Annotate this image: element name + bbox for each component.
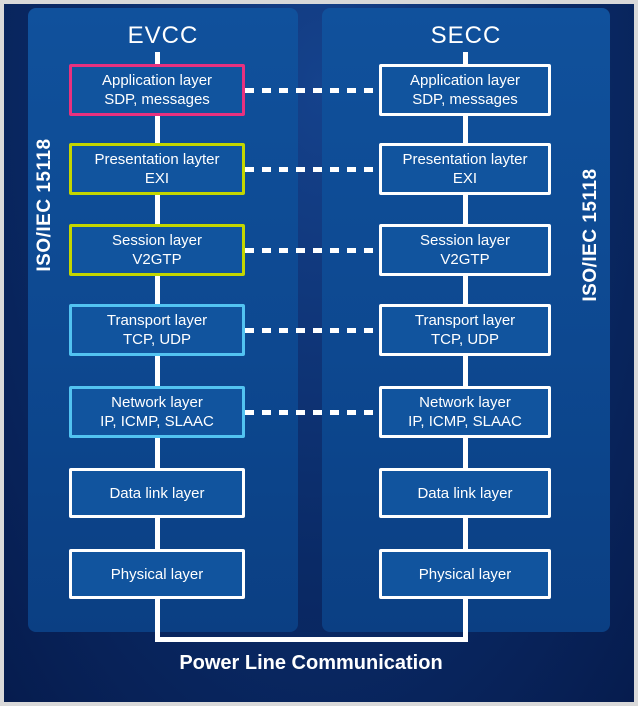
- secc-application-layer-box: Application layer SDP, messages: [379, 64, 551, 116]
- layer-subtitle: EXI: [452, 170, 478, 187]
- layer-subtitle: IP, ICMP, SLAAC: [408, 413, 522, 430]
- layer-subtitle: SDP, messages: [104, 91, 210, 108]
- layer-subtitle: V2GTP: [132, 251, 182, 268]
- layer-title: Transport layer: [414, 312, 516, 329]
- evcc-session-layer-box: Session layer V2GTP: [69, 224, 245, 276]
- layer-subtitle: IP, ICMP, SLAAC: [100, 413, 214, 430]
- evcc-network-layer-box: Network layer IP, ICMP, SLAAC: [69, 386, 245, 438]
- dashed-connector-application: [245, 88, 379, 93]
- secc-network-layer-box: Network layer IP, ICMP, SLAAC: [379, 386, 551, 438]
- layer-subtitle: TCP, UDP: [430, 331, 500, 348]
- layer-subtitle: V2GTP: [440, 251, 490, 268]
- secc-panel-title: SECC: [430, 22, 502, 49]
- secc-presentation-layer-box: Presentation layter EXI: [379, 143, 551, 195]
- layer-title: Transport layer: [106, 312, 208, 329]
- layer-title: Presentation layter: [94, 151, 220, 168]
- layer-subtitle: TCP, UDP: [122, 331, 192, 348]
- layer-title: Application layer: [409, 72, 521, 89]
- layer-title: Network layer: [111, 394, 203, 411]
- layer-title: Session layer: [111, 232, 203, 249]
- layer-title: Session layer: [419, 232, 511, 249]
- layer-title: Data link layer: [417, 484, 513, 502]
- iso-standard-label-right: ISO/IEC 15118: [580, 168, 601, 302]
- evcc-transport-layer-box: Transport layer TCP, UDP: [69, 304, 245, 356]
- secc-physical-layer-box: Physical layer: [379, 549, 551, 599]
- layer-title: Physical layer: [418, 565, 512, 583]
- layer-subtitle: EXI: [144, 170, 170, 187]
- power-line-bus: [155, 637, 468, 642]
- evcc-datalink-layer-box: Data link layer: [69, 468, 245, 518]
- evcc-physical-layer-box: Physical layer: [69, 549, 245, 599]
- evcc-presentation-layer-box: Presentation layter EXI: [69, 143, 245, 195]
- evcc-application-layer-box: Application layer SDP, messages: [69, 64, 245, 116]
- dashed-connector-transport: [245, 328, 379, 333]
- layer-title: Application layer: [101, 72, 213, 89]
- layer-subtitle: SDP, messages: [412, 91, 518, 108]
- dashed-connector-session: [245, 248, 379, 253]
- secc-session-layer-box: Session layer V2GTP: [379, 224, 551, 276]
- secc-transport-layer-box: Transport layer TCP, UDP: [379, 304, 551, 356]
- power-line-communication-label: Power Line Communication: [179, 652, 443, 674]
- secc-datalink-layer-box: Data link layer: [379, 468, 551, 518]
- layer-title: Data link layer: [109, 484, 205, 502]
- layer-title: Presentation layter: [402, 151, 528, 168]
- layer-title: Network layer: [419, 394, 511, 411]
- layer-title: Physical layer: [110, 565, 204, 583]
- dashed-connector-network: [245, 410, 379, 415]
- dashed-connector-presentation: [245, 167, 379, 172]
- evcc-panel-title: EVCC: [127, 22, 199, 49]
- iso-standard-label-left: ISO/IEC 15118: [34, 138, 55, 272]
